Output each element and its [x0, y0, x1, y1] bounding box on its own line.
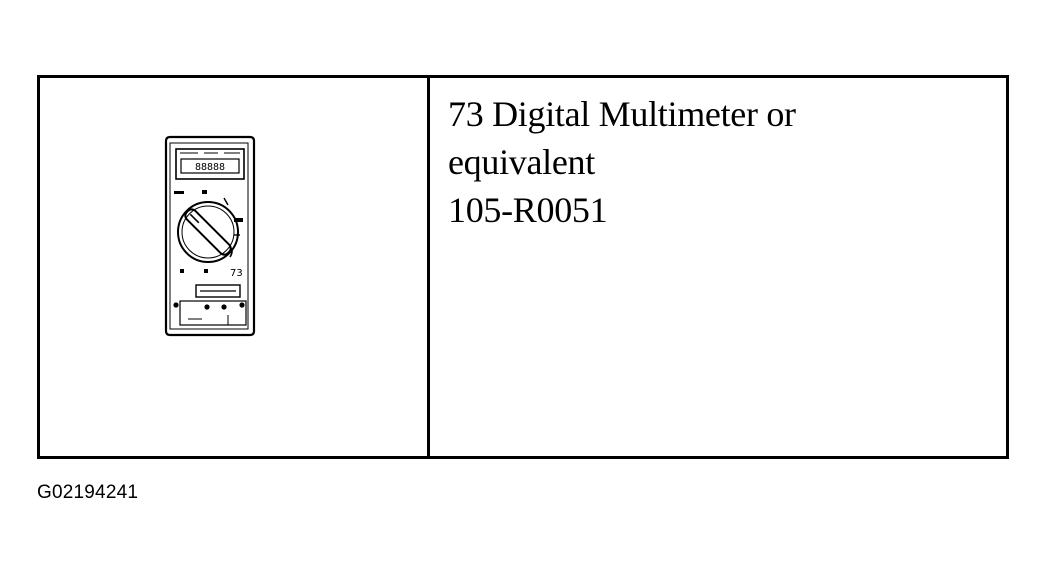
multimeter-model-marking: 73 — [230, 268, 243, 279]
multimeter-body-inner — [169, 142, 249, 330]
multimeter-display — [175, 148, 245, 180]
tool-part-number: 105-R0051 — [448, 190, 608, 230]
input-jack-area — [179, 300, 247, 326]
tool-name-line: 73 Digital Multimeter or — [448, 94, 796, 134]
multimeter-display-window — [180, 158, 240, 174]
tool-description-cell: 73 Digital Multimeter or equivalent 105-… — [430, 78, 1006, 456]
special-tool-table: 88888 73 — [37, 75, 1009, 459]
multimeter-body — [164, 135, 256, 337]
tool-illustration-cell: 88888 73 — [40, 78, 430, 456]
input-jack — [173, 302, 179, 308]
rotary-selector-dial — [177, 201, 239, 263]
input-jack — [204, 304, 210, 310]
range-button-panel — [195, 284, 241, 298]
input-jack — [221, 304, 227, 310]
figure-id: G02194241 — [37, 482, 139, 503]
digital-multimeter-icon: 88888 73 — [164, 135, 256, 337]
tool-equivalent-line: equivalent — [448, 142, 595, 182]
multimeter-display-reading: 88888 — [195, 162, 225, 173]
input-jack — [239, 302, 245, 308]
dial-knob — [184, 208, 232, 256]
